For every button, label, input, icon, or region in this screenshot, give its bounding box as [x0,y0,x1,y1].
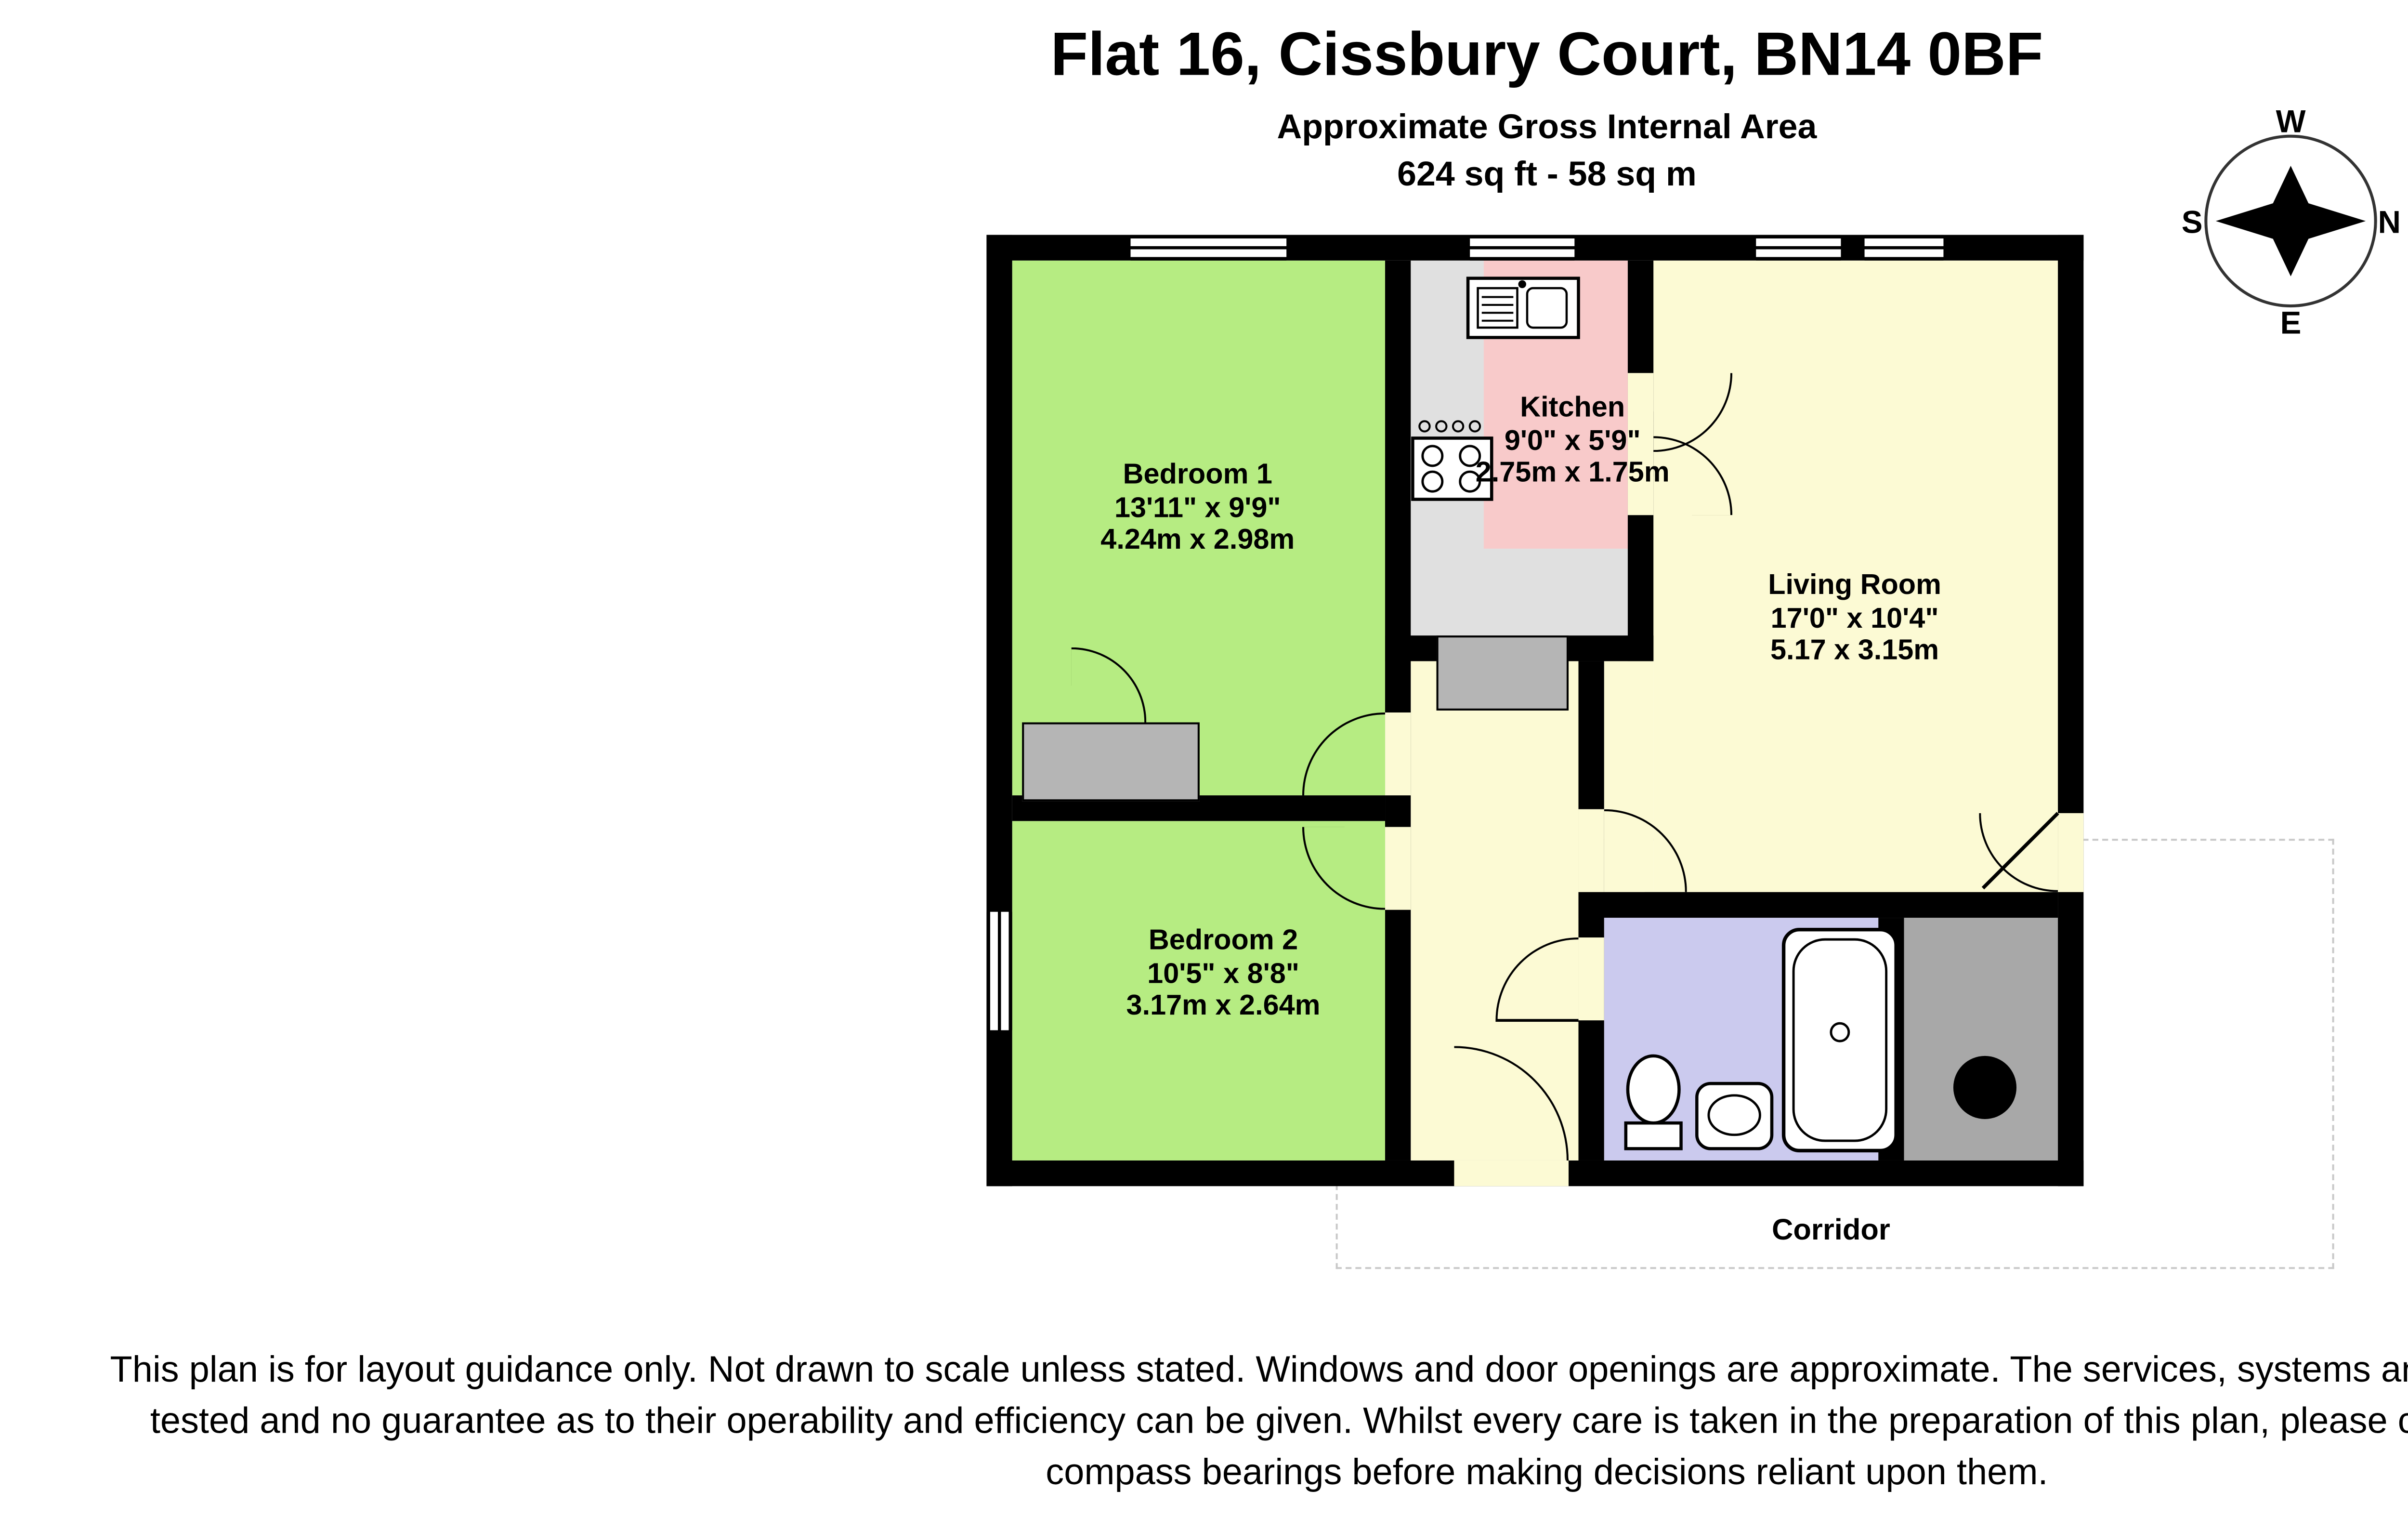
door-gap-bedroom1 [1385,712,1411,796]
bathtub-icon [1781,927,1898,1153]
door-gap-bedroom2 [1385,827,1411,910]
compass: W N S E [2182,104,2401,340]
corridor-label: Corridor [1772,1213,1890,1248]
toilet-icon [1624,1054,1683,1150]
room-dims-imperial: 17'0" x 10'4" [1770,603,1939,635]
room-dims-imperial: 13'11" x 9'9" [1114,492,1281,524]
page-title: Flat 16, Cissbury Court, BN14 0BF [1050,19,2043,89]
window-kitchen [1470,235,1575,261]
basin-icon [1695,1082,1774,1150]
hob-icon [1411,420,1493,501]
window-living-2 [1864,235,1944,261]
room-label-kitchen: Kitchen 9'0" x 5'9" 2.75m x 1.75m [1464,393,1681,490]
room-label-bedroom1: Bedroom 1 13'11" x 9'9" 4.24m x 2.98m [1010,460,1385,558]
fixtures [1411,277,2059,1153]
door-gap-front [1454,1160,1569,1187]
room-dims-metric: 2.75m x 1.75m [1475,458,1670,490]
store-area [1904,918,2058,1161]
page-subtitle: Approximate Gross Internal Area [1277,106,1817,145]
disclaimer-text: This plan is for layout guidance only. N… [110,1348,2408,1491]
room-dims-imperial: 9'0" x 5'9" [1504,425,1641,457]
entrance-door-leaf [1981,812,2059,890]
room-name: Bedroom 2 [1148,925,1298,957]
window-living-1 [1756,235,1841,261]
compass-ring [2204,134,2377,308]
window-bedroom1 [1130,235,1287,261]
room-name: Kitchen [1520,393,1625,424]
cupboard-hall [1436,635,1569,711]
room-name: Bedroom 1 [1123,460,1272,492]
room-living [1653,260,2058,892]
door-gap-kitchen [1627,373,1654,515]
room-dims-metric: 3.17m x 2.64m [1126,990,1321,1023]
wall-right [2058,235,2084,1187]
room-dims-metric: 4.24m x 2.98m [1100,525,1295,557]
compass-label-south: S [2182,204,2203,239]
compass-star-icon [2215,166,2366,277]
wall-bedrooms-hall [1385,260,1411,1161]
compass-label-east: E [2280,305,2302,340]
window-bedroom2 [986,911,1012,1030]
wall-living-bathroom [1578,892,2058,918]
door-gap-entrance [2058,813,2084,892]
header: Flat 16, Cissbury Court, BN14 0BF Approx… [561,20,2408,195]
room-name: Living Room [1768,570,1941,602]
compass-label-north: N [2378,204,2401,239]
page-area: 624 sq ft - 58 sq m [1397,153,1697,193]
room-label-bedroom2: Bedroom 2 10'5" x 8'8" 3.17m x 2.64m [1036,925,1411,1023]
washing-machine-icon [1953,1055,2017,1119]
door-gap-living [1578,809,1604,892]
room-label-living: Living Room 17'0" x 10'4" 5.17 x 3.15m [1657,570,2052,668]
kitchen-sink-icon [1466,277,1580,339]
floor-plan: Bedroom 1 13'11" x 9'9" 4.24m x 2.98m Ki… [986,235,2084,1187]
room-dims-imperial: 10'5" x 8'8" [1147,958,1300,990]
compass-label-west: W [2276,104,2306,139]
door-gap-bathroom [1578,937,1604,1021]
cupboard-bedroom [1022,722,1200,802]
room-dims-metric: 5.17 x 3.15m [1770,635,1939,667]
